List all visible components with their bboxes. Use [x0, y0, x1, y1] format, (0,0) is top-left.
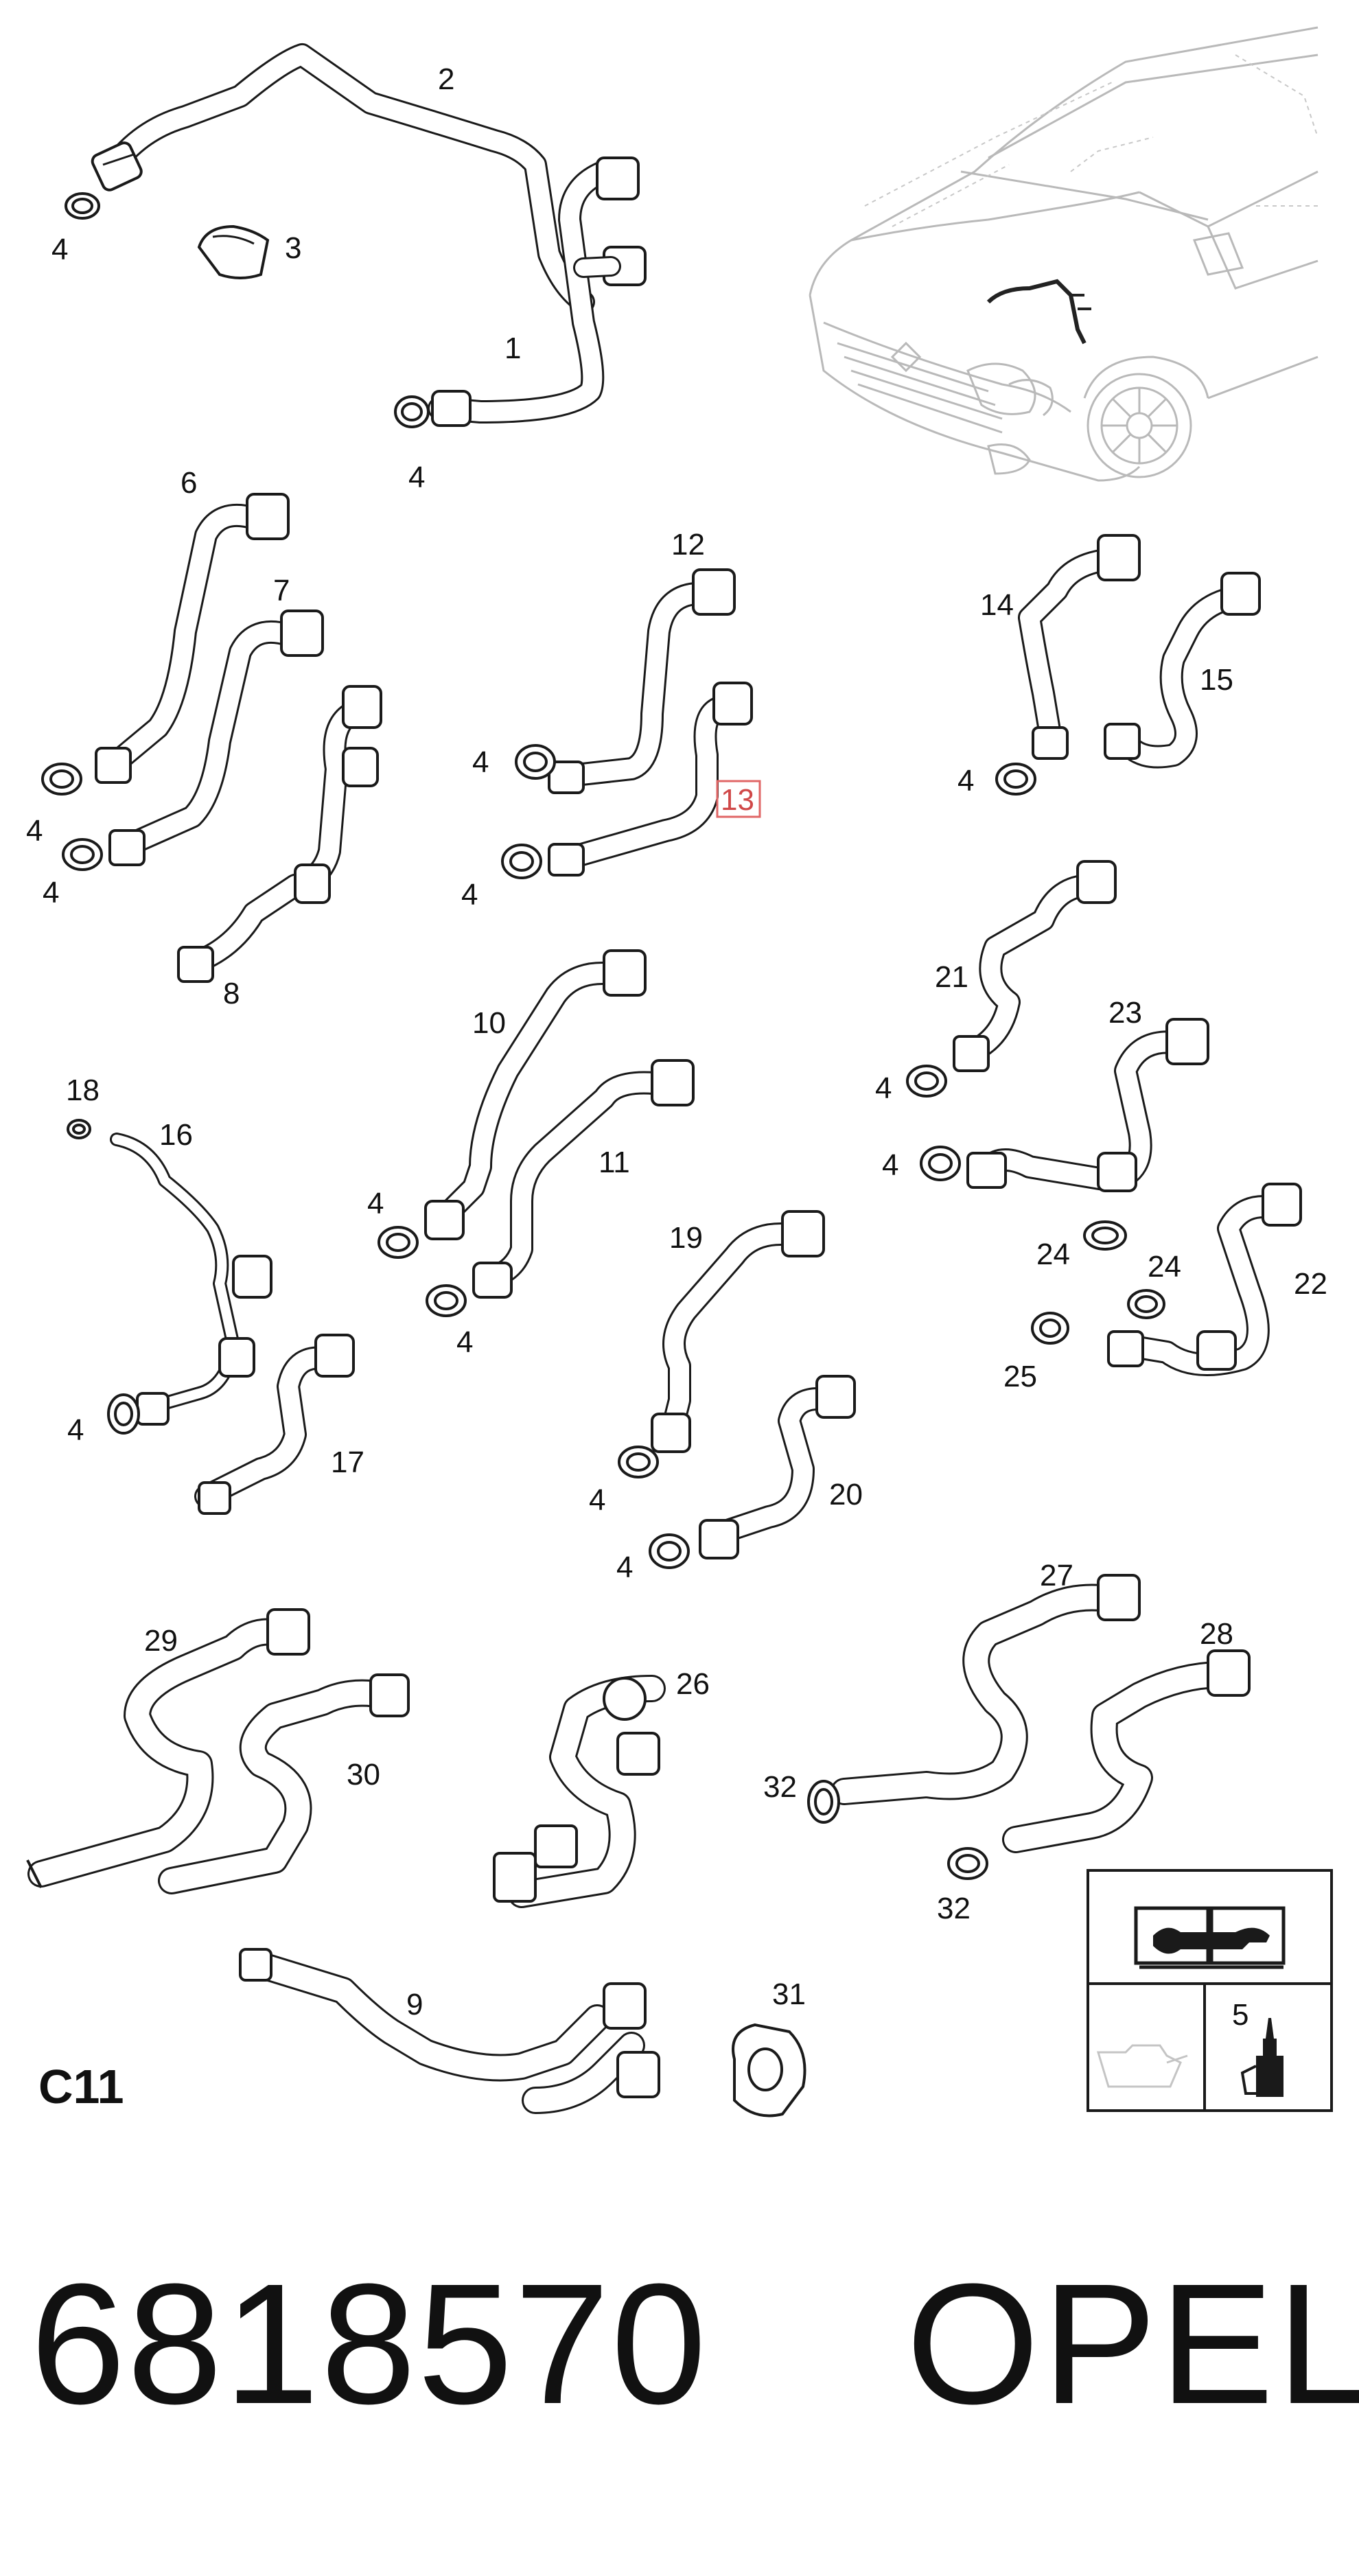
clamp-part-4: [906, 1065, 961, 1181]
callout-9: 9: [406, 1988, 423, 2021]
callout-4: 4: [882, 1148, 898, 1182]
hose-part-11: [472, 1059, 695, 1299]
hose-part-23: [966, 1018, 1209, 1192]
callout-4: 4: [367, 1187, 384, 1220]
callout-4: 4: [456, 1325, 473, 1359]
hose-part-12: [548, 568, 736, 794]
info-box: [1087, 1869, 1333, 2112]
callout-7: 7: [273, 574, 290, 607]
callout-4: 4: [51, 233, 68, 266]
hose-part-27: [830, 1574, 1141, 1805]
clamp-part-4: [995, 763, 1036, 796]
clamp-part-32: [807, 1780, 988, 1880]
callout-1: 1: [504, 332, 521, 365]
hose-part-6: [95, 493, 290, 784]
callout-24: 24: [1148, 1250, 1181, 1284]
clamp-part-31: [732, 2023, 806, 2117]
hose-part-14: [1018, 534, 1141, 760]
callout-4: 4: [43, 876, 59, 909]
callout-24: 24: [1036, 1238, 1070, 1271]
callout-27: 27: [1040, 1559, 1073, 1592]
callout-4: 4: [957, 764, 974, 798]
clamp-part-4: [501, 744, 556, 879]
callout-8: 8: [223, 977, 240, 1010]
hose-part-26: [493, 1675, 666, 1908]
brand-name: OPEL: [906, 2248, 1359, 2439]
callout-12: 12: [671, 528, 705, 561]
hose-part-9: [239, 1948, 660, 2114]
sealant-tube-icon: [1240, 2018, 1284, 2097]
clamp-part-4: [378, 1226, 467, 1317]
callout-13-highlight: 13: [716, 780, 761, 818]
hose-part-29: [26, 1608, 310, 1888]
hose-part-1: [428, 156, 647, 427]
hose-part-16: [110, 1133, 272, 1426]
callout-2: 2: [438, 62, 454, 96]
callout-30: 30: [347, 1758, 380, 1791]
callout-10: 10: [472, 1006, 506, 1040]
callout-17: 17: [331, 1446, 364, 1479]
callout-4: 4: [472, 745, 489, 779]
callout-13: 13: [721, 783, 754, 817]
clamp-part-4: [65, 192, 430, 428]
clamp-part-4: [41, 763, 103, 871]
hose-part-19: [651, 1210, 825, 1453]
hose-part-13: [548, 682, 753, 877]
callout-19: 19: [669, 1221, 703, 1255]
callout-4: 4: [26, 814, 43, 848]
callout-14: 14: [980, 588, 1014, 622]
clip-part-3: [197, 224, 270, 279]
hose-part-20: [699, 1375, 856, 1559]
hose-part-7: [108, 610, 324, 866]
callout-26: 26: [676, 1667, 710, 1701]
callout-4: 4: [461, 878, 478, 912]
callout-4: 4: [875, 1071, 892, 1105]
callout-16: 16: [159, 1118, 193, 1152]
callout-15: 15: [1200, 663, 1233, 697]
wrench-icon: [1153, 1927, 1270, 1954]
callout-21: 21: [935, 960, 968, 994]
callout-6: 6: [181, 466, 197, 500]
callout-18: 18: [66, 1074, 100, 1107]
hose-part-8: [177, 685, 382, 983]
car-outline-icon: [809, 26, 1319, 482]
callout-23: 23: [1108, 996, 1142, 1030]
hose-part-21: [953, 860, 1117, 1072]
callout-32: 32: [763, 1770, 797, 1804]
clamp-part-4: [618, 1446, 690, 1569]
callout-4: 4: [408, 461, 425, 494]
callout-22: 22: [1294, 1267, 1327, 1301]
callout-28: 28: [1200, 1617, 1233, 1651]
hose-part-30: [158, 1673, 410, 1894]
hose-part-17: [194, 1334, 355, 1515]
callout-11: 11: [599, 1146, 630, 1179]
callout-31: 31: [772, 1977, 806, 2011]
callout-5: 5: [1232, 1998, 1248, 2032]
clamp-part-18: [67, 1119, 91, 1139]
hose-part-22: [1107, 1183, 1302, 1376]
hose-part-2: [91, 43, 595, 314]
engine-oil-icon: [1096, 2044, 1188, 2088]
hose-part-10: [424, 949, 647, 1240]
callout-4: 4: [67, 1413, 84, 1447]
callout-4: 4: [616, 1551, 633, 1584]
hose-part-15: [1104, 572, 1261, 769]
callout-25: 25: [1003, 1360, 1037, 1393]
callout-32: 32: [937, 1892, 971, 1925]
callout-labels: 2 4 3 1 4 6 7 4 4 8 12 4 13 4 14 15 4 21…: [26, 62, 1327, 2032]
section-code: C11: [38, 2060, 124, 2113]
callout-29: 29: [144, 1624, 178, 1658]
clamp-part-25: [1031, 1312, 1069, 1345]
part-number: 6818570: [30, 2248, 708, 2439]
hose-part-28: [1002, 1649, 1251, 1853]
clamp-part-4: [107, 1393, 140, 1435]
callout-3: 3: [285, 231, 301, 265]
callout-20: 20: [829, 1478, 863, 1511]
callout-4: 4: [589, 1483, 605, 1517]
clamp-part-24: [1083, 1220, 1165, 1319]
